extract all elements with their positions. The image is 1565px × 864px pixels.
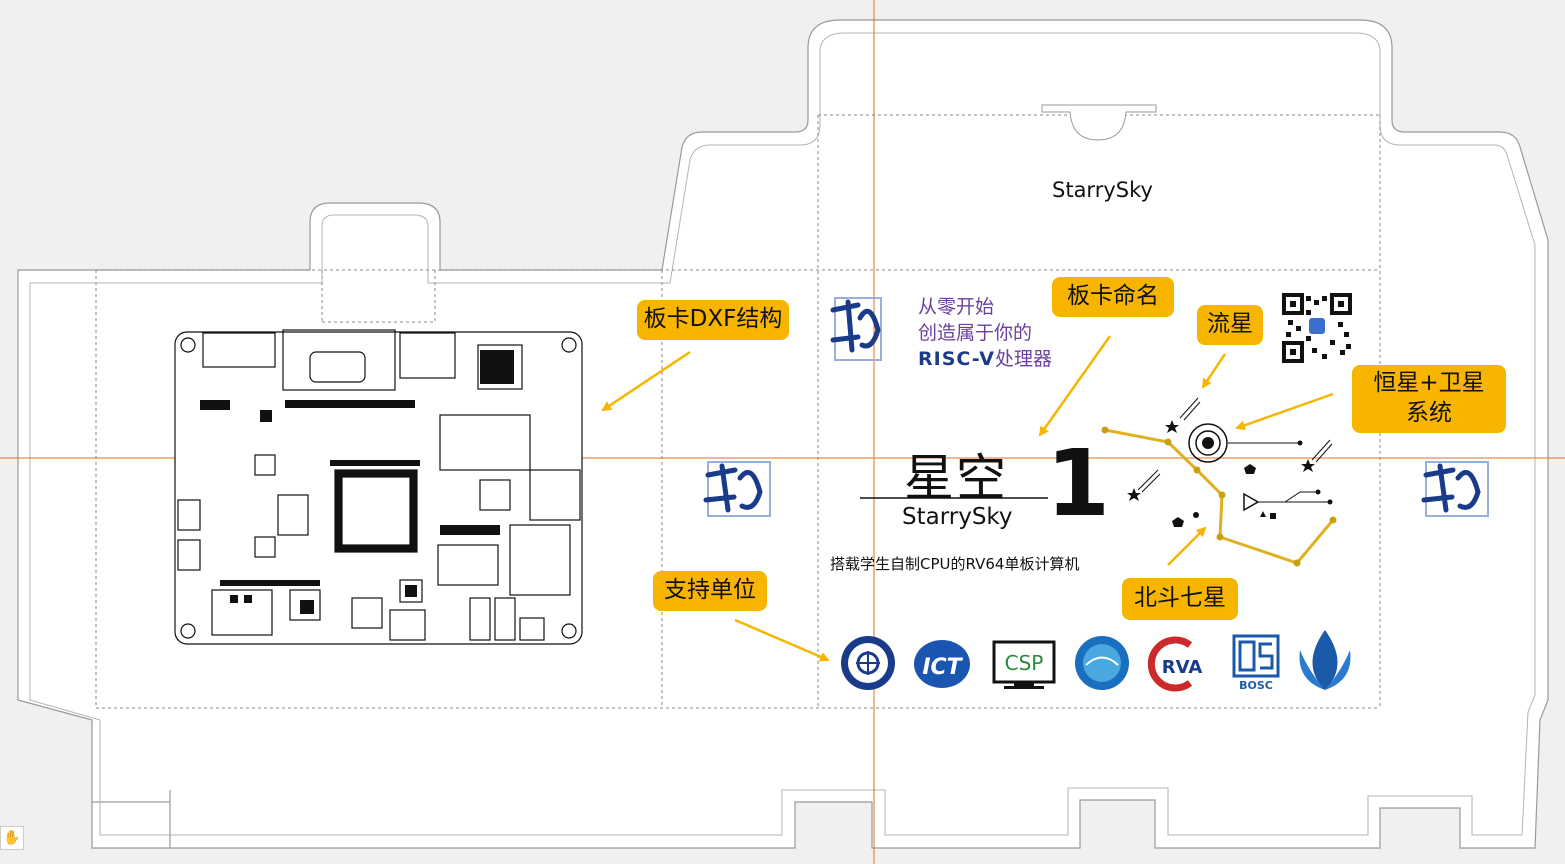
callout-board-dxf: 板卡DXF结构 — [637, 300, 789, 340]
bosc-logo-text: BOSC — [1239, 679, 1273, 692]
product-number: 1 — [1046, 430, 1111, 537]
arrow-meteor — [1201, 353, 1227, 389]
csp-monitor-icon: CSP — [992, 640, 1056, 689]
slogan-risc-v: RISC-V — [918, 348, 995, 370]
crva-logo-text: RVA — [1162, 657, 1203, 678]
callout-star-satellite-line2: 系统 — [1406, 400, 1452, 426]
product-name-cn: 星空 — [904, 449, 1008, 507]
callout-board-naming: 板卡命名 — [1052, 277, 1174, 317]
pcb-components — [200, 350, 514, 614]
pcb-board-outline — [174, 329, 583, 645]
yisheng-yixin-logo-icon — [830, 297, 882, 361]
product-tagline: 搭载学生自制CPU的RV64单板计算机 — [830, 555, 1080, 573]
top-panel-brand-name: StarrySky — [1052, 178, 1153, 202]
slogan-line-3: RISC-V处理器 — [918, 344, 1052, 371]
arrow-big-dipper — [1167, 526, 1207, 566]
arrow-board-naming — [1038, 335, 1112, 437]
callout-arrows — [601, 335, 1334, 662]
star-orbit — [1188, 423, 1228, 463]
bosc-logo-icon: BOSC — [1232, 634, 1280, 692]
arrow-star-satellite — [1235, 392, 1334, 431]
side-logo-left-icon — [703, 461, 771, 517]
constellation-graphic — [1101, 397, 1337, 567]
crva-logo-icon: RVA — [1147, 636, 1203, 692]
lotus-logo-icon — [1299, 630, 1351, 690]
csp-logo-text: CSP — [1005, 651, 1044, 675]
slogan-line-1: 从零开始 — [918, 296, 995, 318]
product-name-en: StarrySky — [902, 504, 1013, 530]
arrow-board-dxf — [601, 350, 691, 412]
hand-tool-icon[interactable]: ✋ — [0, 826, 24, 850]
fold-lines — [95, 114, 1381, 709]
slogan-processor: 处理器 — [994, 348, 1052, 370]
side-logo-right-icon — [1421, 461, 1489, 517]
callout-star-satellite-line1: 恒星+卫星 — [1373, 370, 1485, 397]
slogan-line-2: 创造属于你的 — [918, 322, 1033, 344]
callout-meteor: 流星 — [1197, 305, 1263, 345]
callout-big-dipper: 北斗七星 — [1122, 578, 1238, 620]
ict-logo-text: ICT — [922, 655, 963, 680]
pengcheng-lab-icon — [1075, 636, 1129, 690]
callout-support-units: 支持单位 — [653, 571, 767, 611]
lid-tab-notch — [1041, 104, 1157, 141]
qr-code-icon — [1282, 293, 1352, 363]
ucas-seal-icon — [841, 636, 895, 690]
ict-logo-icon: ICT — [914, 640, 970, 688]
arrow-support-units — [734, 618, 830, 662]
callout-star-satellite: 恒星+卫星 系统 — [1352, 365, 1506, 433]
sponsor-logos: ICT CSP RVA BOSC — [841, 630, 1351, 692]
